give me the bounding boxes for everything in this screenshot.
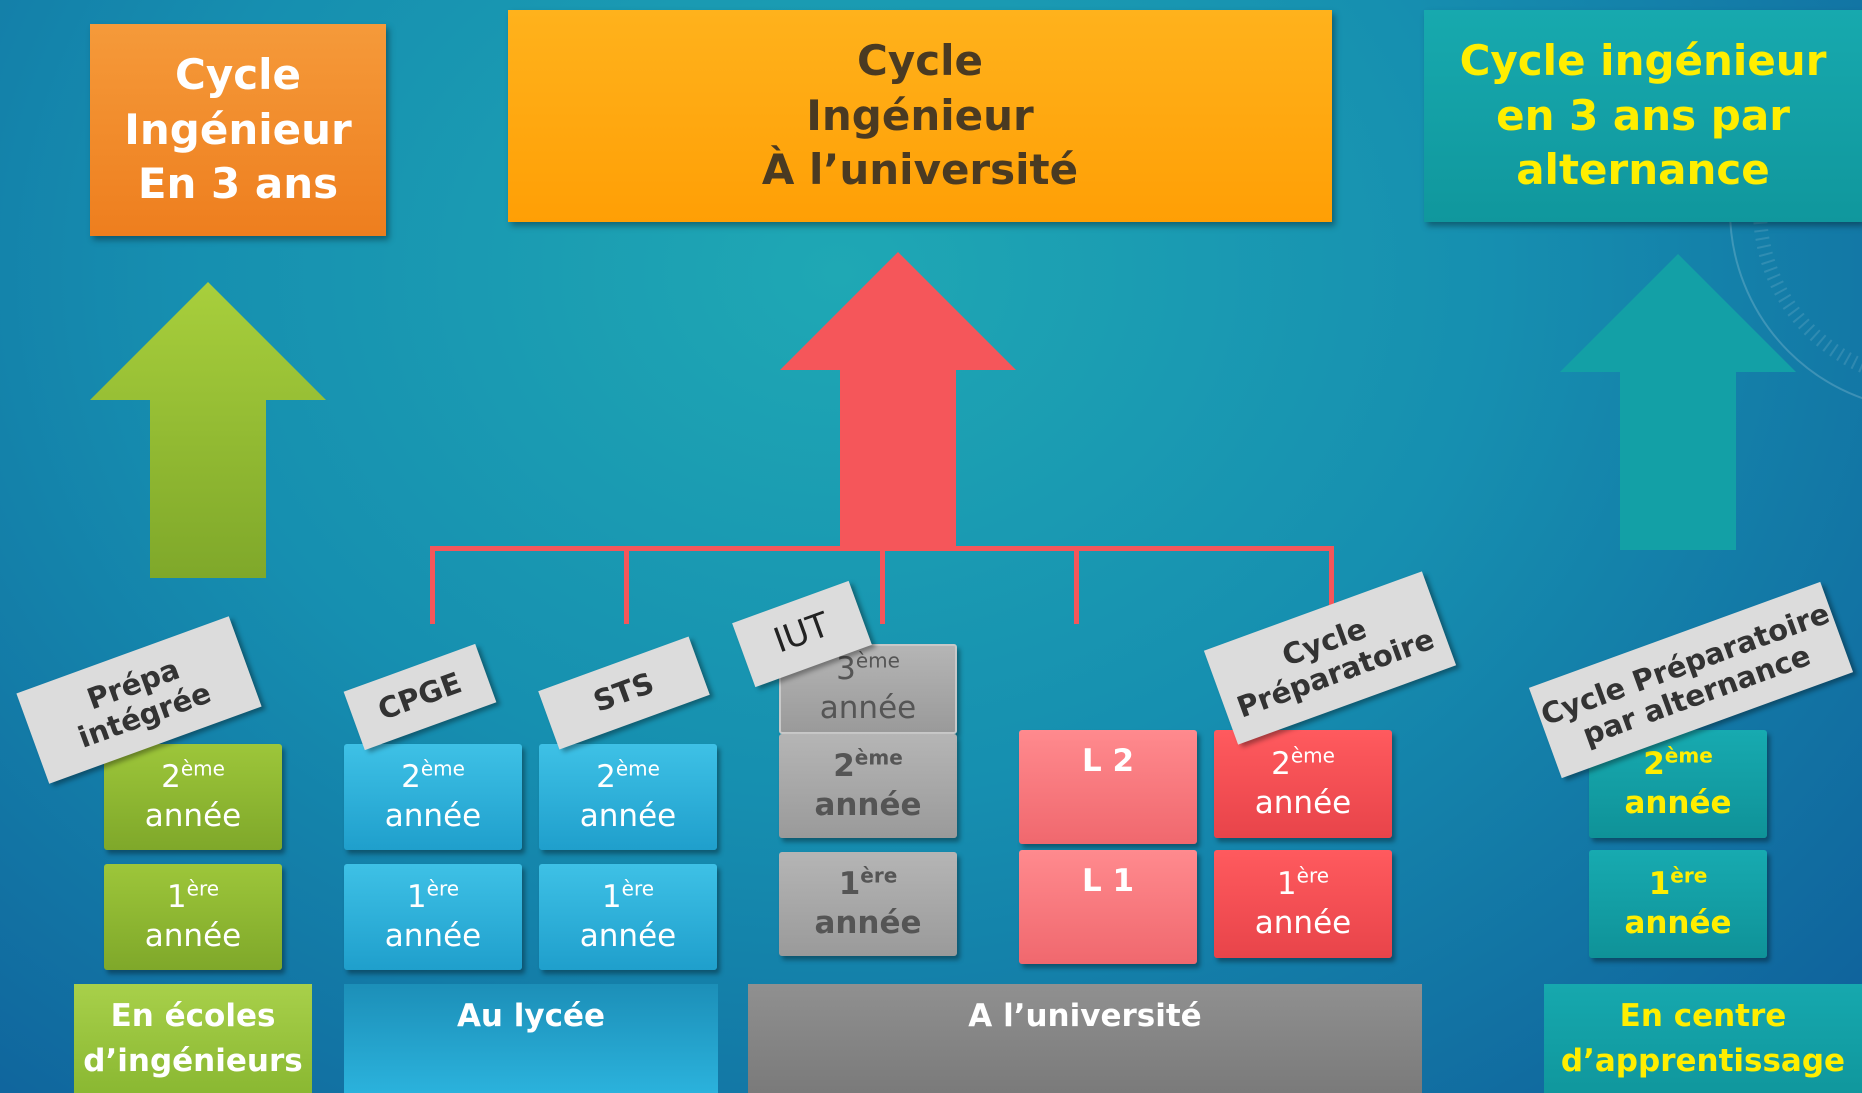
top-box-cycle-ingenieur-3ans: Cycle Ingénieur En 3 ans [90, 24, 386, 236]
arrow-up-green-icon [90, 282, 326, 578]
top-middle-line1: Cycle [857, 36, 983, 86]
cycle-prep-2eme-annee: 2ème année [1214, 730, 1392, 838]
cpge-1ere-annee: 1ère année [344, 864, 522, 970]
base-centre-apprentissage: En centre d’apprentissage [1544, 984, 1862, 1093]
label-cpge: CPGE [343, 643, 497, 751]
connector-cycle-prep [1329, 546, 1334, 624]
top-right-line1: Cycle ingénieur [1459, 36, 1827, 86]
cycle-prep-1ere-annee: 1ère année [1214, 850, 1392, 958]
prepa-2eme-annee: 2ème année [104, 744, 282, 850]
licence-l2: L 2 [1019, 730, 1197, 844]
top-box-cycle-ingenieur-universite: Cycle Ingénieur À l’université [508, 10, 1332, 222]
base-ecoles-ingenieurs: En écoles d’ingénieurs [74, 984, 312, 1093]
top-right-line2: en 3 ans par [1496, 90, 1790, 140]
iut-2eme-annee: 2ème année [779, 734, 957, 838]
iut-1ere-annee: 1ère année [779, 852, 957, 956]
arrow-up-teal-icon [1560, 254, 1796, 550]
label-sts: STS [538, 636, 710, 750]
top-right-line3: alternance [1516, 145, 1770, 195]
connector-sts [624, 546, 629, 624]
prepa-1ere-annee: 1ère année [104, 864, 282, 970]
top-box-cycle-ingenieur-alternance: Cycle ingénieur en 3 ans par alternance [1424, 10, 1862, 222]
connector-cpge [430, 546, 435, 624]
cpge-2eme-annee: 2ème année [344, 744, 522, 850]
top-middle-line3: À l’université [761, 145, 1079, 195]
base-au-lycee: Au lycée [344, 984, 718, 1093]
licence-l1: L 1 [1019, 850, 1197, 964]
alternance-1ere-annee: 1ère année [1589, 850, 1767, 958]
top-left-line2: Ingénieur [124, 104, 352, 154]
connector-iut [880, 546, 885, 624]
top-middle-line2: Ingénieur [806, 90, 1034, 140]
sts-1ere-annee: 1ère année [539, 864, 717, 970]
arrow-up-red-icon [780, 252, 1016, 548]
base-a-l-universite: A l’université [748, 984, 1422, 1093]
top-left-line1: Cycle [175, 50, 301, 100]
top-left-line3: En 3 ans [137, 159, 339, 209]
sts-2eme-annee: 2ème année [539, 744, 717, 850]
connector-licence [1074, 546, 1079, 624]
